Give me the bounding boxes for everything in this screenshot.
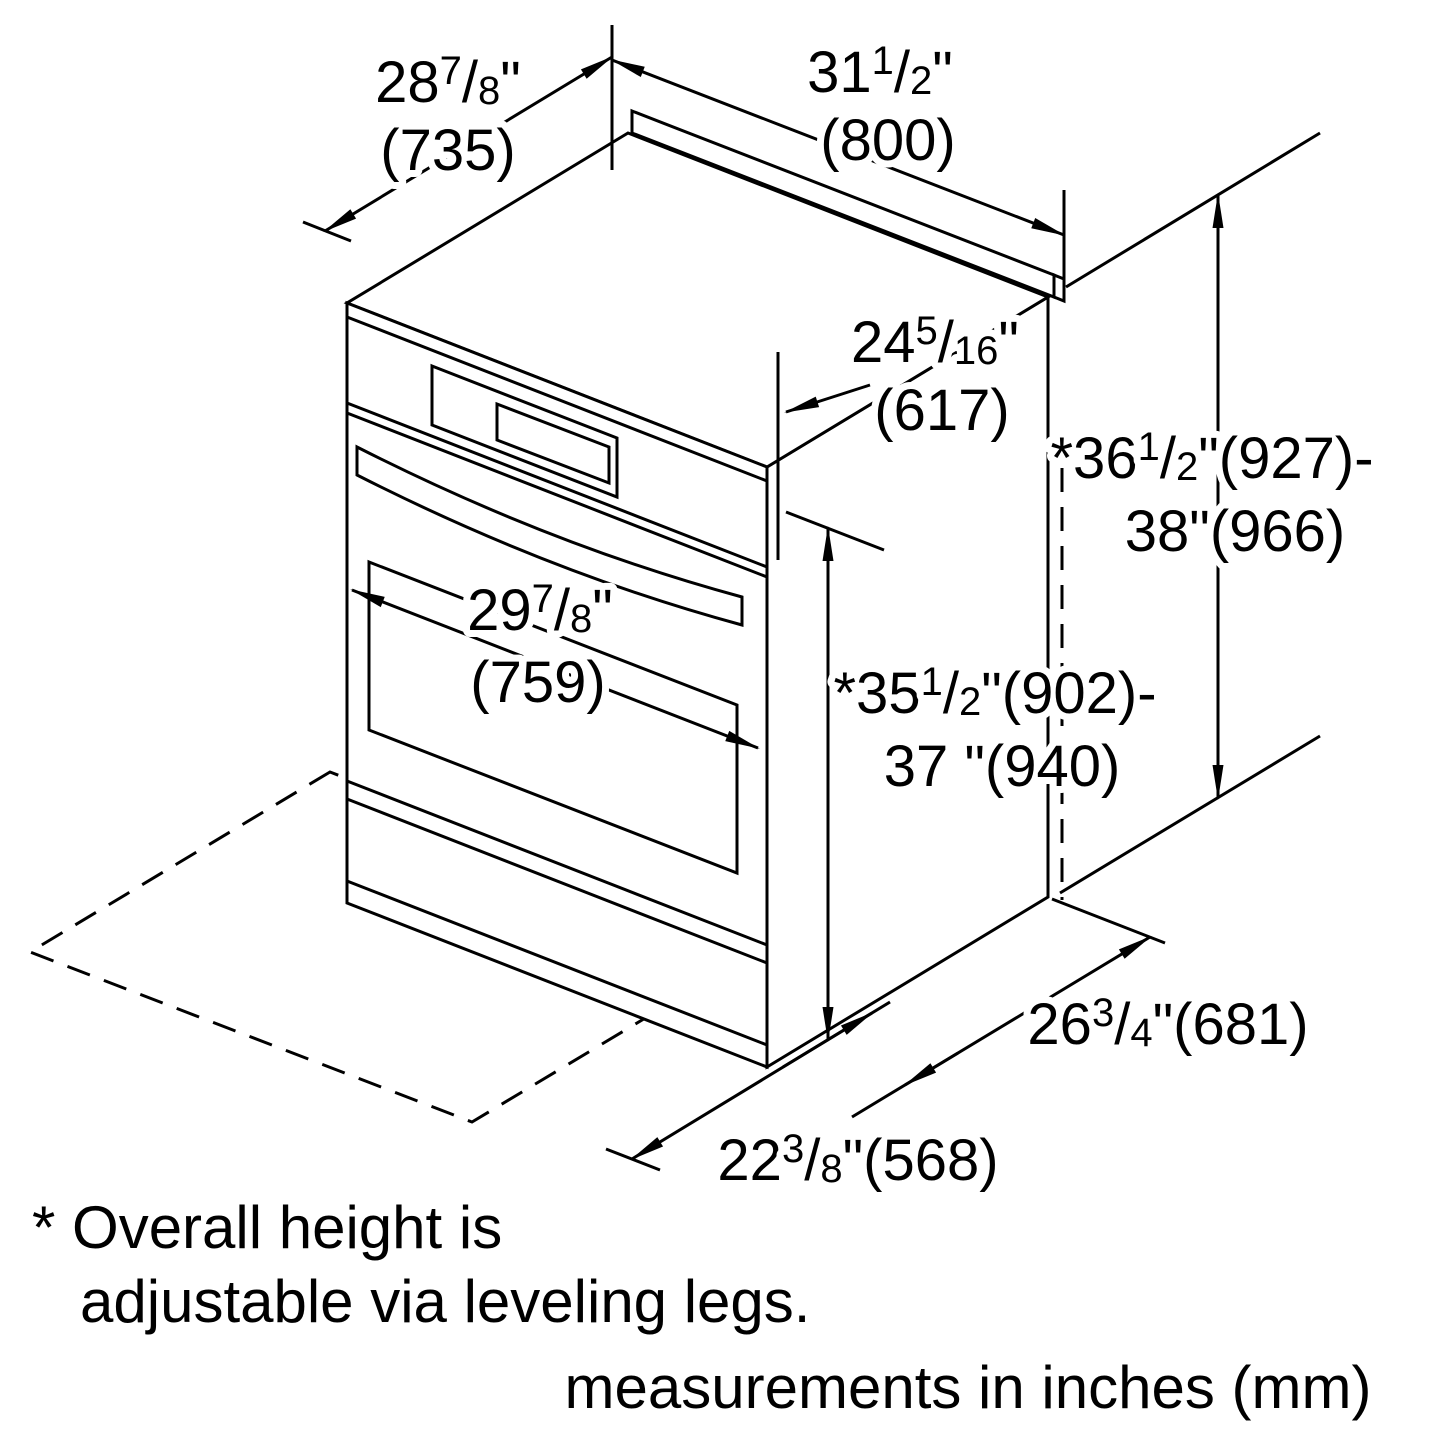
label-front-width-in: 297/8" [467, 577, 613, 643]
cooktop-front-lip-line [346, 315, 768, 483]
drawer-top-line [346, 797, 768, 965]
label-height-max-line2: 38"(966) [1125, 499, 1346, 564]
ext-tick-height-cooktop-top [785, 510, 885, 552]
label-door-open-depth: 223/8"(568) [717, 1127, 998, 1193]
ext-line-height-max-bottom [1059, 734, 1321, 895]
ext-line-base-edge [1051, 897, 1166, 945]
control-display-inner [495, 401, 611, 486]
label-height-max-line1: *361/2"(927)- [1050, 425, 1373, 491]
units-note: measurements in inches (mm) [565, 1354, 1372, 1421]
label-overall-width-in: 311/2" [807, 39, 953, 105]
dim-line-top-depth [323, 55, 614, 233]
ext-tick-top-depth [302, 220, 352, 243]
notes: * Overall height is adjustable via level… [25, 1187, 1378, 1428]
oven-door-bottom-line [346, 779, 768, 947]
label-overall-width-mm: (800) [820, 108, 955, 173]
label-top-depth-in: 287/8" [375, 49, 521, 115]
dimension-lines [302, 25, 1321, 1172]
control-panel-bottom-line [346, 401, 768, 569]
label-top-depth-mm: (735) [380, 118, 515, 183]
footnote-line2: adjustable via leveling legs. [80, 1268, 810, 1335]
dim-line-door-open-depth [630, 1011, 874, 1161]
label-base-depth: 263/4"(681) [1027, 991, 1308, 1057]
dim-line-front-width [350, 588, 760, 750]
label-countertop-depth-in: 245/16" [851, 309, 1019, 375]
dimension-labels: 287/8" (735) 311/2" (800) 245/16" (617) … [368, 32, 1380, 1200]
dim-line-base-depth [903, 935, 1152, 1087]
label-height-cooktop-line1: *351/2"(902)- [833, 660, 1156, 726]
ext-tick-door-open-depth [605, 1147, 661, 1172]
oven-door-top-line [346, 411, 768, 579]
dim-line-overall-width [610, 58, 1066, 237]
range-body [343, 108, 1066, 1070]
footnote-line1: * Overall height is [32, 1194, 502, 1261]
label-front-width-mm: (759) [470, 650, 605, 715]
arrow-countertop-depth [784, 383, 871, 414]
control-display-outer [430, 363, 619, 500]
backsplash-rail-end-cap [1052, 272, 1066, 304]
label-countertop-depth-mm: (617) [874, 378, 1009, 443]
ext-line-height-max-top [1065, 131, 1321, 289]
label-height-cooktop-line2: 37 "(940) [884, 734, 1121, 799]
